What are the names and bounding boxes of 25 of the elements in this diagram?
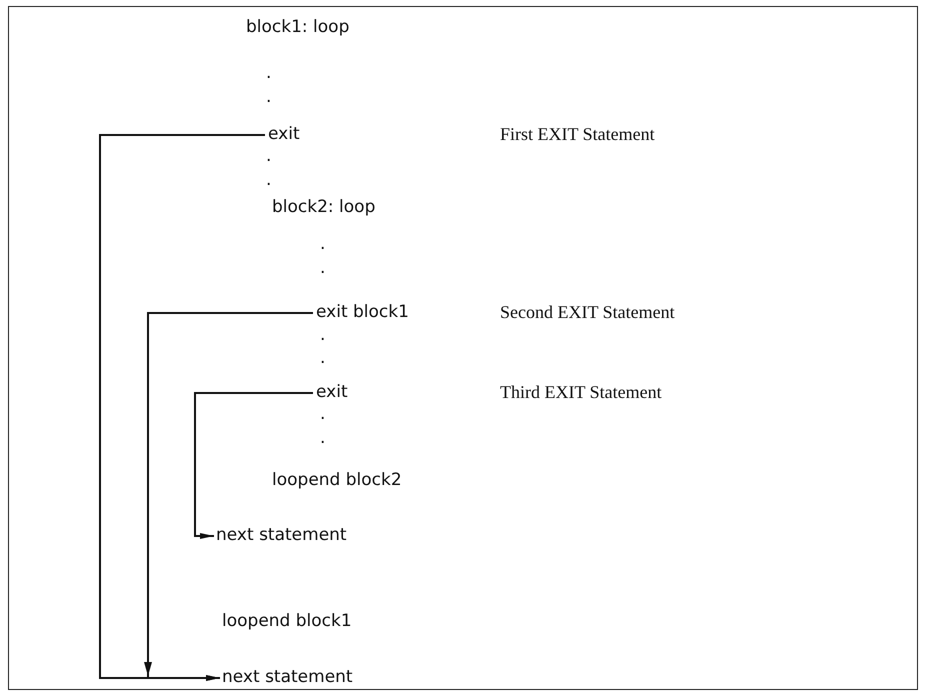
code-statement: next statement xyxy=(216,525,347,545)
code-line: . xyxy=(320,404,326,424)
code-line: block2: loop xyxy=(272,197,376,217)
code-line: block1: loop xyxy=(246,17,350,37)
code-line: . xyxy=(320,234,326,254)
code-statement: next statement xyxy=(222,667,353,687)
code-line: . xyxy=(320,428,326,448)
arrow xyxy=(194,392,313,539)
code-line: . xyxy=(266,146,272,166)
code-line: . xyxy=(266,87,272,107)
code-line: . xyxy=(320,348,326,368)
code-line: . xyxy=(320,325,326,345)
code-line: loopend block2 xyxy=(272,470,402,490)
arrow xyxy=(144,312,313,681)
annotation-text: First EXIT Statement xyxy=(500,124,655,144)
code-line: . xyxy=(266,170,272,190)
annotation-text: Third EXIT Statement xyxy=(500,382,662,402)
code-statement: exit xyxy=(268,124,300,144)
code-statement: exit block1 xyxy=(316,302,409,322)
code-line: . xyxy=(266,63,272,83)
code-line: . xyxy=(320,258,326,278)
code-line: loopend block1 xyxy=(222,611,352,631)
annotation-text: Second EXIT Statement xyxy=(500,302,675,322)
code-statement: exit xyxy=(316,382,348,402)
arrow xyxy=(99,134,265,681)
